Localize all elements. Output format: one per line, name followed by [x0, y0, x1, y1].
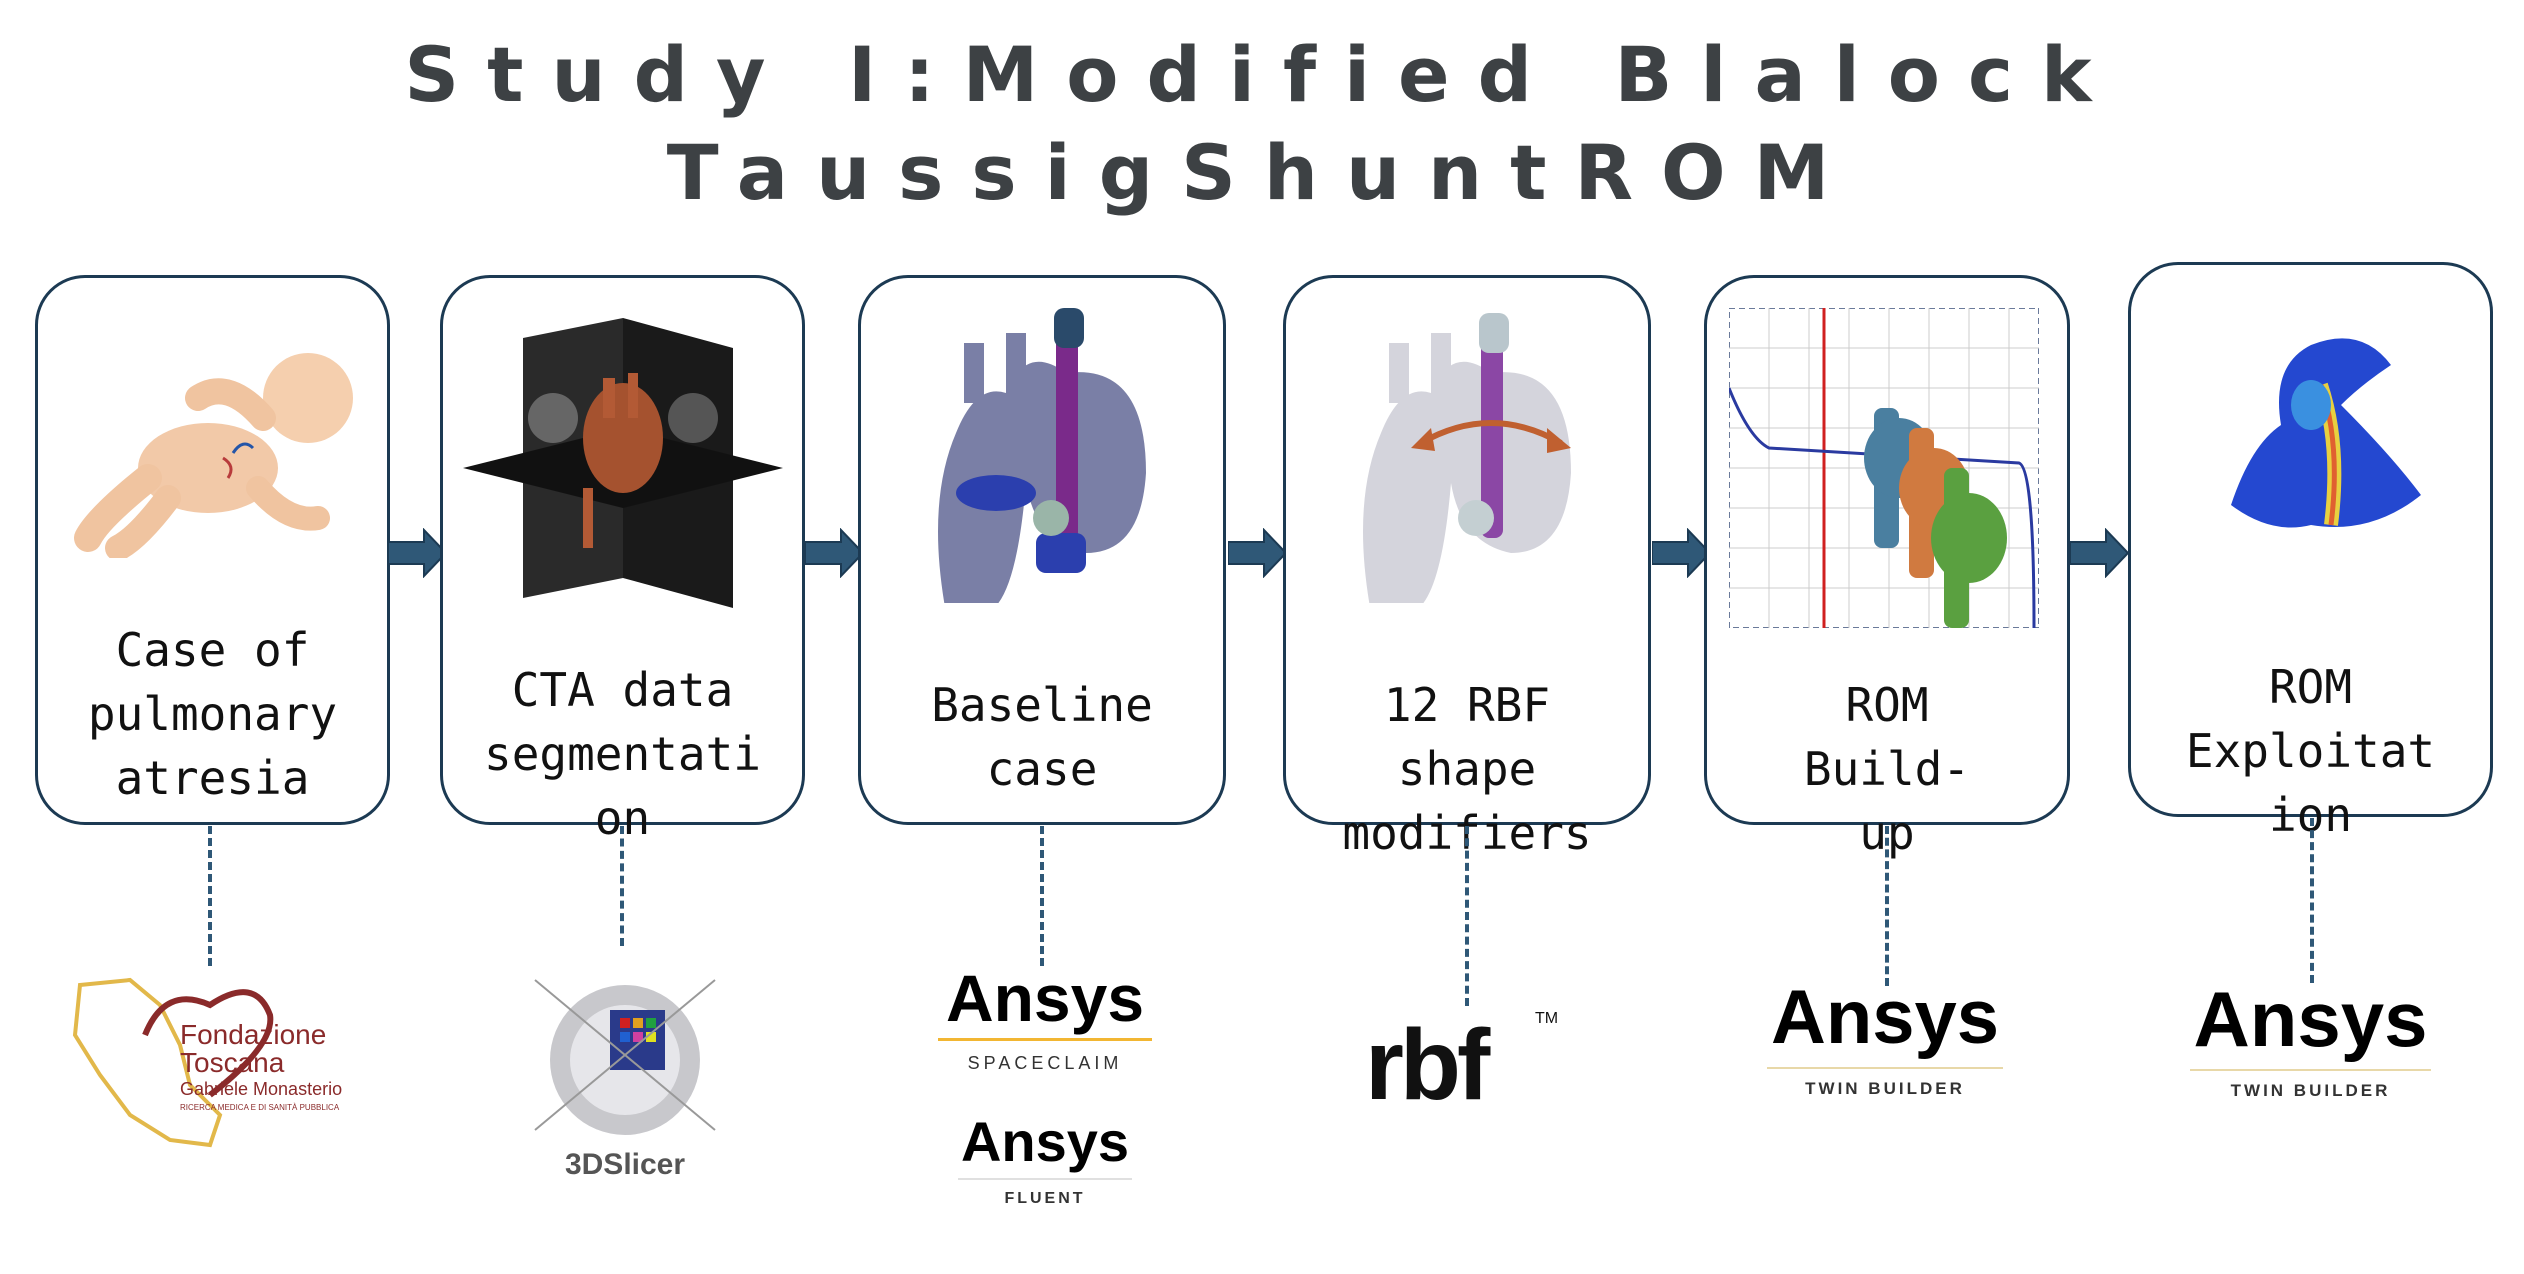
rbf-logo: rbf TM — [1365, 1010, 1565, 1130]
diagram-title-line1: Study I:Modified Blalock — [404, 30, 2120, 119]
rbf-brand: rbf — [1365, 1009, 1490, 1121]
step-card-rom-exploit: ROM Exploitat ion — [2128, 262, 2493, 842]
fondazione-name-3: Gabriele Monasterio — [180, 1079, 343, 1099]
ansys-brand-4: Ansys — [2193, 975, 2428, 1063]
ansys-product-2: FLUENT — [1004, 1190, 1086, 1207]
ansys-brand-3: Ansys — [1770, 975, 2000, 1060]
ansys-product-3: TWIN BUILDER — [1805, 1079, 1965, 1098]
fondazione-name-2: Toscana — [180, 1047, 285, 1078]
flow-arrow-2 — [805, 528, 865, 578]
ansys-fluent-logo: Ansys FLUENT — [950, 1110, 1140, 1230]
rom-exploitation-contour-image — [2231, 338, 2421, 528]
3dslicer-logo: 3DSlicer — [515, 960, 735, 1190]
step-card-case: Case of pulmonary atresia — [35, 275, 390, 825]
step-label-rom-build: ROM Build- up — [1803, 678, 1971, 860]
ansys-spaceclaim-logo: Ansys SPACECLAIM — [930, 960, 1160, 1080]
ansys-underline-1 — [938, 1038, 1152, 1041]
ansys-twin-builder-logo-2: Ansys TWIN BUILDER — [2178, 975, 2443, 1125]
slicer-text: 3DSlicer — [564, 1148, 686, 1181]
step-card-rom-build: ROM Build- up — [1704, 275, 2070, 860]
ansys-product-1: SPACECLAIM — [967, 1053, 1123, 1073]
tuscany-outline-icon — [72, 977, 274, 1148]
ansys-brand-1: Ansys — [945, 961, 1145, 1035]
rbf-tm: TM — [1535, 1010, 1559, 1027]
infant-illustration — [74, 353, 353, 558]
aorta-rbf-model — [1363, 313, 1571, 603]
step-label-case: Case of pulmonary atresia — [87, 623, 338, 805]
fondazione-tagline: RICERCA MEDICA E DI SANITÀ PUBBLICA — [180, 1103, 340, 1112]
flow-arrow-4 — [1652, 528, 1712, 578]
ansys-product-4: TWIN BUILDER — [2230, 1081, 2391, 1100]
connector-1 — [208, 826, 212, 966]
flow-arrow-3 — [1228, 528, 1288, 578]
step-card-cta: CTA data segmentati on — [440, 275, 805, 845]
slicer-cube-icon — [534, 979, 716, 1135]
fondazione-name-1: Fondazione — [180, 1019, 327, 1050]
cta-scan-image — [463, 318, 783, 608]
connector-5 — [1885, 826, 1889, 986]
flow-arrow-5 — [2070, 528, 2130, 578]
step-card-baseline: Baseline case — [858, 275, 1226, 825]
aorta-baseline-model — [938, 308, 1146, 603]
diagram-title-line2: TaussigShuntROM — [666, 128, 1858, 217]
ansys-brand-2: Ansys — [960, 1110, 1130, 1173]
ansys-underline-2 — [958, 1178, 1132, 1180]
rom-build-chart-image — [1729, 308, 2039, 628]
ansys-twin-builder-logo-1: Ansys TWIN BUILDER — [1755, 975, 2015, 1125]
ansys-underline-4 — [2190, 1069, 2431, 1071]
ansys-underline-3 — [1767, 1067, 2003, 1069]
connector-6 — [2310, 818, 2314, 983]
connector-4 — [1465, 826, 1469, 1006]
connector-2 — [620, 826, 624, 946]
step-card-rbf: 12 RBF shape modifiers — [1283, 275, 1651, 860]
step-label-rom-exploit: ROM Exploitat ion — [2185, 660, 2436, 842]
connector-3 — [1040, 826, 1044, 966]
step-label-cta: CTA data segmentati on — [484, 663, 761, 845]
fondazione-toscana-logo: Fondazione Toscana Gabriele Monasterio R… — [70, 975, 370, 1155]
flow-arrow-1 — [388, 528, 448, 578]
step-label-baseline: Baseline case — [931, 678, 1153, 796]
